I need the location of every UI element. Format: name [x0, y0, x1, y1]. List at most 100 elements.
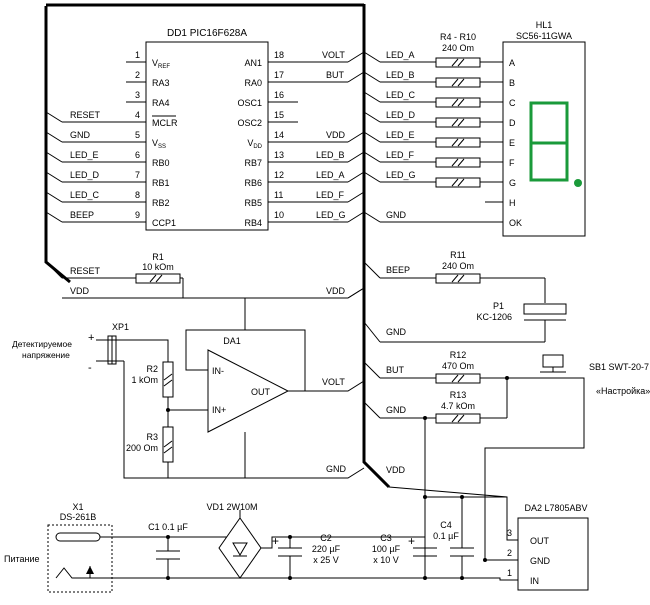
- dd1-title: DD1 PIC16F628A: [167, 28, 247, 39]
- net-label: GND: [386, 210, 407, 220]
- da2-pin-name: GND: [530, 556, 551, 566]
- da2-pin-name: IN: [530, 576, 539, 586]
- dd1-right-pin-16: 16 OSC1: [237, 90, 298, 108]
- net-label: LED_B: [316, 150, 345, 160]
- xp1-minus: -: [88, 362, 92, 374]
- pin-name: CCP1: [152, 218, 176, 228]
- vd1-bridge: VD1 2W10M: [206, 502, 425, 579]
- net-label: BUT: [326, 70, 345, 80]
- net-label: LED_G: [316, 210, 346, 220]
- pin-name: RB7: [244, 158, 262, 168]
- display-pin-label: F: [509, 158, 515, 168]
- r2-ref: R2: [146, 364, 158, 374]
- pin-name: VDD: [247, 138, 262, 150]
- pin-number: 6: [135, 150, 140, 160]
- resistor: [435, 57, 481, 68]
- led-row: LED_EE: [363, 130, 515, 148]
- pin-name: RB6: [244, 178, 262, 188]
- bus-slant: [363, 71, 381, 83]
- c4-capacitor: C4 0.1 µF: [433, 495, 474, 580]
- r11-value: 240 Om: [442, 261, 474, 271]
- beep-line: BEEP R11 240 Om: [363, 250, 546, 303]
- right-bus-line: [362, 4, 391, 489]
- da2-pin-num: 2: [507, 548, 512, 558]
- net-label: GND: [70, 130, 91, 140]
- c1-capacitor: C1 0.1 µF: [148, 522, 188, 580]
- pin-name: OSC2: [237, 118, 262, 128]
- but-line: BUT R12 470 Om: [363, 350, 548, 418]
- pin-name: VREF: [152, 58, 170, 70]
- c2-value: 220 µF: [312, 544, 341, 554]
- r1-resistor: R1 10 kOm: [135, 252, 184, 298]
- resistor: [435, 97, 481, 108]
- left-bus-line: [44, 6, 71, 284]
- da2-ref: DA2 L7805ABV: [524, 503, 587, 513]
- da2-pin-num: 3: [507, 528, 512, 538]
- net-label: BUT: [386, 365, 405, 375]
- pin-name: RA3: [152, 78, 170, 88]
- hl1-ref: HL1: [536, 20, 553, 30]
- pin-number: 5: [135, 130, 140, 140]
- c3-voltage: x 10 V: [373, 555, 399, 565]
- net-label: LED_E: [70, 150, 99, 160]
- dd1-right-pin-15: 15 OSC2: [237, 110, 298, 128]
- led-row: LED_GG: [363, 170, 516, 188]
- led-row: LED_DD: [363, 110, 516, 128]
- resistor-mark: [451, 158, 459, 167]
- da2-pin-name: OUT: [530, 536, 550, 546]
- xp1-label-1: Детектируемое: [12, 339, 72, 349]
- pin-name: MCLR: [152, 118, 178, 128]
- hl1-model: SC56-11GWA: [516, 31, 572, 41]
- resistor-mark: [457, 138, 465, 147]
- resistor-mark: [457, 58, 465, 67]
- net-label: VDD: [386, 465, 406, 475]
- net-label: VDD: [326, 286, 346, 296]
- led-row: LED_CC: [363, 90, 516, 108]
- bus-slant: [363, 51, 381, 63]
- pin-number: 3: [135, 90, 140, 100]
- xp1-label-2: напряжение: [22, 350, 70, 360]
- da1-in-plus: IN+: [212, 405, 226, 415]
- dd1-right-pin-17: 17 RA0 BUT: [244, 70, 348, 88]
- pin-number: 11: [274, 190, 283, 200]
- x1-label: Питание: [4, 554, 40, 564]
- dd1-left-pin-4: 4 MCLR RESET: [62, 110, 178, 128]
- da1-out: OUT: [251, 387, 271, 397]
- gnd-slant-upper: [347, 287, 365, 299]
- net-label: LED_D: [386, 110, 416, 120]
- sb1-button: SB1 SWT-20-7 «Настройка»: [484, 354, 650, 561]
- r13-ref: R13: [450, 390, 467, 400]
- net-label: LED_F: [316, 190, 345, 200]
- pin-number: 1: [135, 50, 140, 60]
- resistor: [435, 117, 481, 128]
- x1-dashed-box: [47, 524, 113, 593]
- c4-ref: C4: [440, 520, 452, 530]
- led-row: LED_F F: [363, 150, 515, 168]
- r12-ref: R12: [450, 350, 467, 360]
- r3-ref: R3: [146, 432, 158, 442]
- bus-slant: [363, 131, 381, 143]
- pin-number: 16: [274, 90, 284, 100]
- dd1-right-pin-11: 11 RB5 LED_F: [244, 190, 348, 208]
- resistor-mark: [457, 98, 465, 107]
- pin-number: 9: [135, 210, 140, 220]
- c3-capacitor: + C3 100 µF x 10 V: [372, 495, 437, 580]
- dd1-right-pin-14: 14 VDD VDD: [247, 130, 348, 150]
- net-label: LED_F: [386, 150, 415, 160]
- net-label: LED_C: [70, 190, 100, 200]
- resistor-mark: [451, 58, 459, 67]
- p1-model: KC-1206: [476, 312, 512, 322]
- dd1-left-pin-7: 7 RB1 LED_D: [62, 170, 170, 188]
- x1-ref: X1: [72, 502, 83, 512]
- c2-ref: C2: [320, 533, 332, 543]
- net-label: GND: [326, 464, 347, 474]
- net-label: RESET: [70, 266, 101, 276]
- bus-slant: [363, 151, 381, 163]
- bus-slant: [363, 211, 381, 223]
- xp1-plus: +: [88, 332, 94, 344]
- net-label: LED_D: [70, 170, 100, 180]
- vd1-ref: VD1 2W10M: [206, 502, 257, 512]
- net-label: GND: [386, 405, 407, 415]
